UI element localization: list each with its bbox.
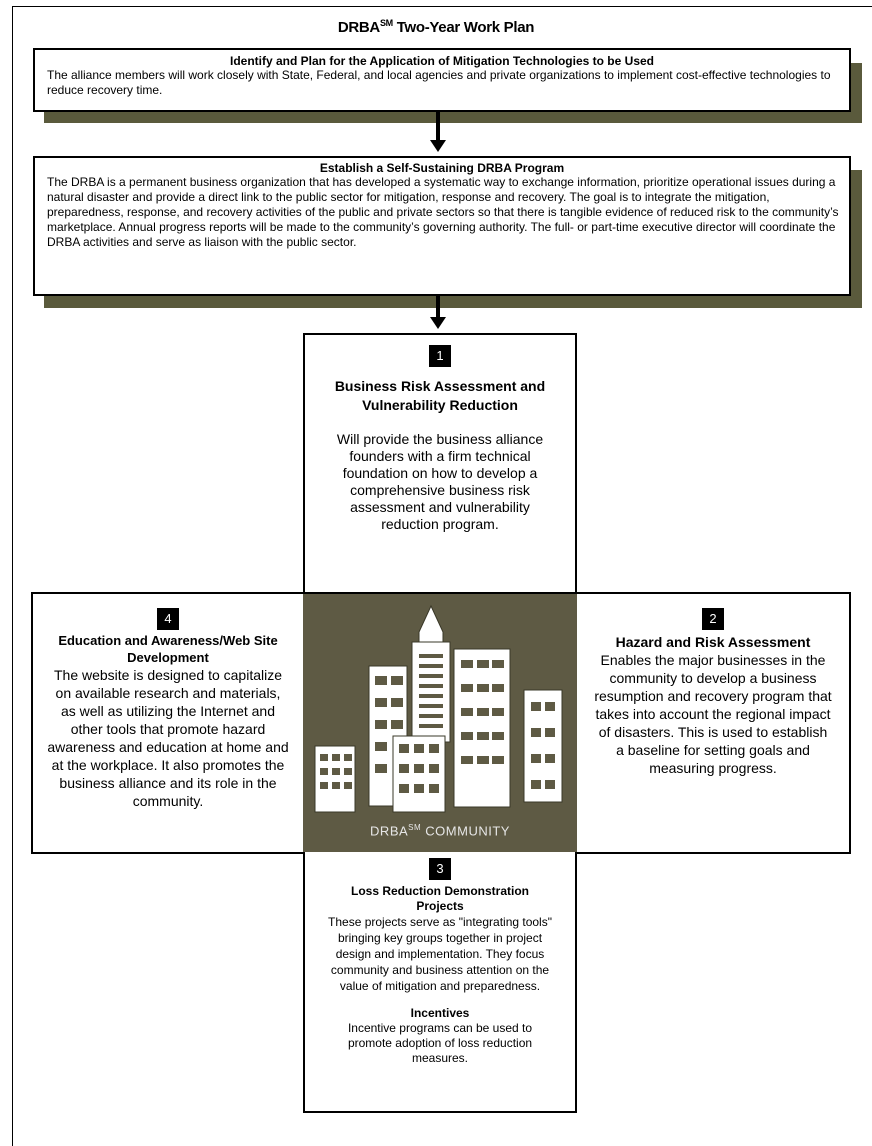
box1-heading: Identify and Plan for the Application of…	[229, 54, 654, 68]
panel-business-risk: 1 Business Risk Assessment and Vulnerabi…	[303, 333, 577, 594]
panel3-incentives-text: Incentive programs can be used to promot…	[347, 1021, 533, 1065]
panel1-text: Will provide the business alliance found…	[336, 431, 544, 532]
panel4-text: The website is designed to capitalize on…	[47, 667, 289, 809]
panel2-number: 2	[702, 608, 724, 630]
arrow-2-line	[436, 296, 440, 318]
community-label: DRBASM COMMUNITY	[370, 822, 510, 838]
panel-education-awareness: 4 Education and Awareness/Web Site Devel…	[31, 592, 305, 854]
panel1-number: 1	[429, 345, 451, 367]
panel3-incentives-title: Incentives	[410, 1006, 470, 1020]
panel-hazard-risk: 2 Hazard and Risk Assessment Enables the…	[575, 592, 851, 854]
panel-loss-reduction: 3 Loss Reduction Demonstration Projects …	[303, 852, 577, 1113]
community-center-image: DRBASM COMMUNITY	[303, 592, 577, 854]
panel2-title: Hazard and Risk Assessment	[615, 634, 811, 650]
arrow-1-line	[436, 112, 440, 141]
page-frame	[12, 6, 872, 1146]
arrow-1-head	[430, 140, 446, 152]
box2-heading: Establish a Self-Sustaining DRBA Program	[319, 161, 565, 175]
box-mitigation-technologies: Identify and Plan for the Application of…	[33, 48, 851, 112]
panel3-title: Loss Reduction Demonstration Projects	[350, 884, 529, 913]
panel2-text: Enables the major businesses in the comm…	[594, 652, 832, 776]
page-title: DRBASM Two-Year Work Plan	[337, 18, 535, 36]
panel3-number: 3	[429, 858, 451, 880]
panel3-text: These projects serve as "integrating too…	[328, 915, 552, 993]
box2-body: The DRBA is a permanent business organiz…	[47, 175, 839, 249]
arrow-2-head	[430, 317, 446, 329]
panel4-number: 4	[157, 608, 179, 630]
city-skyline-icon	[314, 604, 563, 813]
box-self-sustaining-program: Establish a Self-Sustaining DRBA Program…	[33, 156, 851, 296]
panel1-title: Business Risk Assessment and Vulnerabili…	[334, 378, 546, 413]
panel4-title: Education and Awareness/Web Site Develop…	[58, 633, 278, 665]
box1-body: The alliance members will work closely w…	[47, 68, 831, 97]
